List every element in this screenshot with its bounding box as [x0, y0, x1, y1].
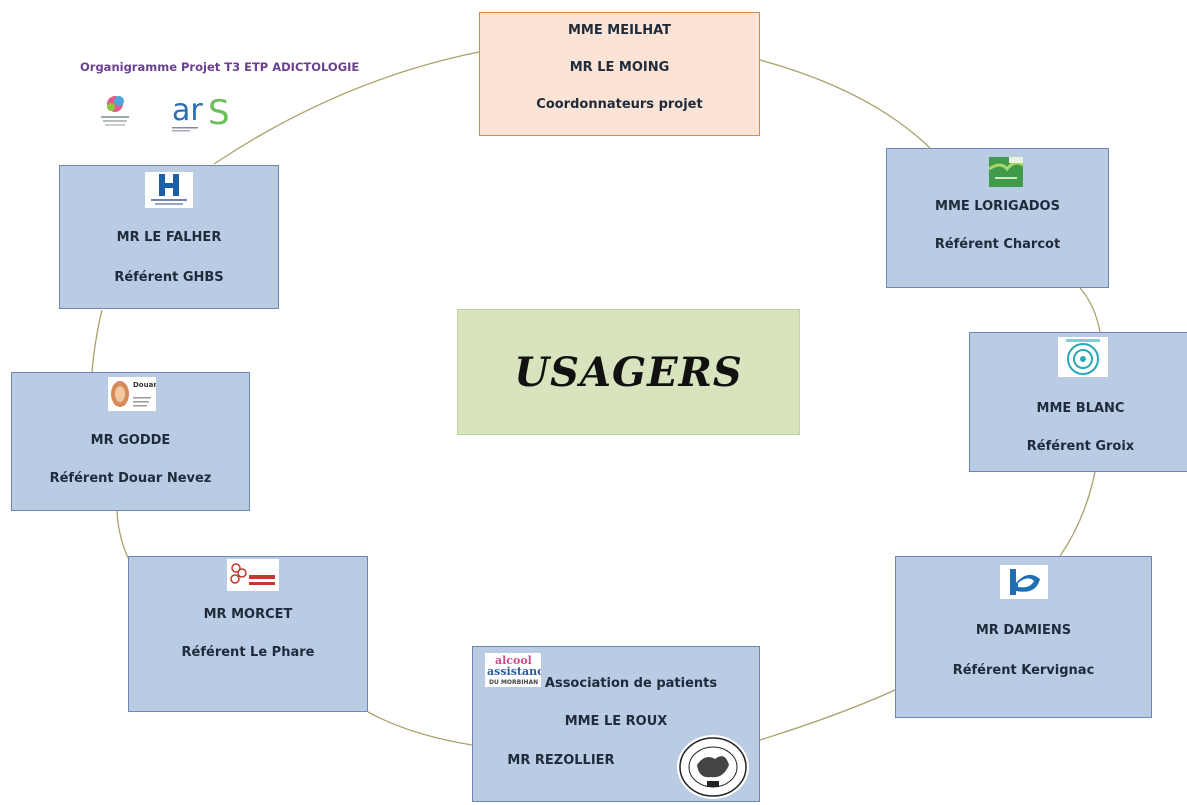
assoc-title: Association de patients — [544, 676, 718, 691]
douar-nevez-logo-text: Douar Nevez — [133, 381, 156, 389]
assoc-name-2: MR REZOLLIER — [507, 753, 615, 768]
charcot-box: MME LORIGADOS Référent Charcot — [886, 148, 1109, 288]
ghbs-logo — [145, 172, 193, 208]
alcool-logo-word-2: assistance — [487, 665, 541, 678]
douar-nevez-box: Douar Nevez MR GODDE Référent Douar Neve… — [11, 372, 250, 511]
ring-arc-kervignac-assoc — [759, 689, 896, 741]
groix-name: MME BLANC — [1036, 401, 1125, 416]
coord-role: Coordonnateurs projet — [536, 97, 703, 112]
douar-nevez-logo: Douar Nevez — [108, 377, 183, 411]
phare-role: Référent Le Phare — [181, 645, 315, 660]
patients-association-box: alcool assistance DU MORBIHAN Associatio… — [472, 646, 760, 802]
charcot-name: MME LORIGADOS — [935, 199, 1060, 214]
coord-name-2: MR LE MOING — [569, 60, 670, 75]
groix-role: Référent Groix — [1026, 439, 1135, 454]
ring-arc-assoc-phare — [367, 711, 473, 746]
le-phare-box: MR MORCET Référent Le Phare — [128, 556, 368, 712]
assoc-name-1: MME LE ROUX — [564, 714, 668, 729]
ireps-logo — [97, 92, 133, 130]
ghbs-box: MR LE FALHER Référent GHBS — [59, 165, 279, 309]
page-title: Organigramme Projet T3 ETP ADICTOLOGIE — [80, 60, 360, 74]
charcot-logo — [987, 155, 1025, 189]
ghbs-role: Référent GHBS — [114, 270, 224, 285]
coordinators-box: MME MEILHAT MR LE MOING Coordonnateurs p… — [479, 12, 760, 136]
ars-logo: ar S — [168, 92, 234, 134]
douar-name: MR GODDE — [90, 433, 171, 448]
kervignac-logo — [1000, 565, 1048, 599]
svg-text:S: S — [208, 93, 230, 133]
usagers-label: USAGERS — [514, 348, 743, 396]
phare-name: MR MORCET — [203, 607, 293, 622]
groix-box: MME BLANC Référent Groix — [969, 332, 1187, 472]
alcool-assistance-logo: alcool assistance DU MORBIHAN — [485, 653, 551, 687]
kervignac-role: Référent Kervignac — [952, 663, 1095, 678]
ring-arc-groix-kervignac — [1059, 471, 1096, 557]
kervignac-box: MR DAMIENS Référent Kervignac — [895, 556, 1152, 718]
douar-role: Référent Douar Nevez — [49, 471, 212, 486]
alcool-logo-word-3: DU MORBIHAN — [489, 679, 538, 686]
ring-arc-ghbs-coord — [213, 51, 480, 165]
charcot-role: Référent Charcot — [934, 237, 1061, 252]
svg-text:ar: ar — [172, 93, 203, 128]
kervignac-name: MR DAMIENS — [975, 623, 1072, 638]
usagers-center-box: USAGERS — [457, 309, 800, 435]
coord-name-1: MME MEILHAT — [567, 23, 672, 38]
groix-logo — [1058, 337, 1108, 377]
ring-arc-phare-douar — [116, 510, 129, 559]
vie-libre-logo — [677, 735, 749, 799]
ring-arc-douar-ghbs — [91, 309, 103, 373]
ghbs-name: MR LE FALHER — [116, 230, 222, 245]
alcool-logo-word-1: alcool — [495, 654, 532, 667]
ring-arc-coord-charcot — [759, 59, 931, 149]
ring-arc-charcot-groix — [1079, 287, 1101, 333]
phare-logo — [227, 559, 279, 591]
